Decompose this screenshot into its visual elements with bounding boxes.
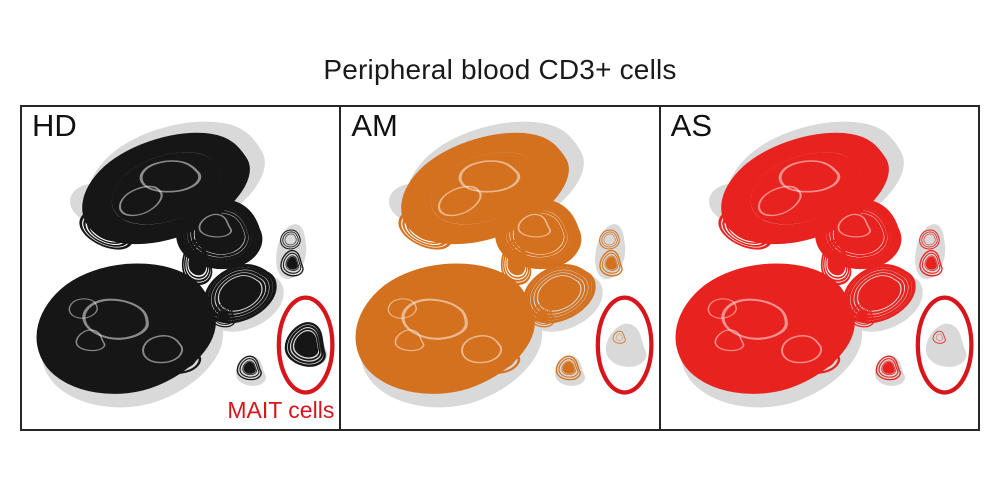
tsne-contour-plot-am: [341, 107, 658, 429]
panel-as: AS: [658, 107, 978, 429]
panel-am: AM: [339, 107, 658, 429]
panel-hd: HD MAIT cells: [22, 107, 339, 429]
panel-grid: HD MAIT cells AM AS: [20, 105, 980, 431]
group-label-am: AM: [351, 108, 398, 143]
mait-cells-annotation: MAIT cells: [227, 397, 335, 423]
figure-title: Peripheral blood CD3+ cells: [323, 54, 677, 85]
group-label-hd: HD: [32, 108, 77, 143]
tsne-contour-plot-hd: [22, 107, 339, 429]
group-label-as: AS: [670, 108, 713, 143]
tsne-contour-plot-as: [661, 107, 978, 429]
